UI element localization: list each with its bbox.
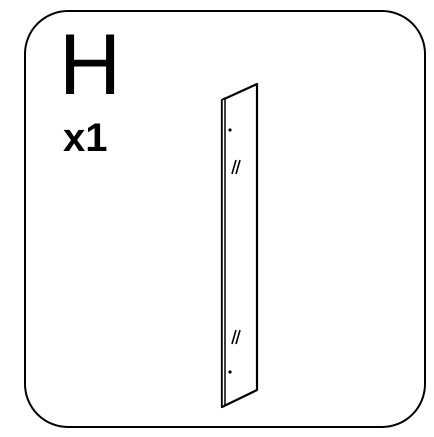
part-letter: H xyxy=(59,17,122,113)
part-quantity: x1 xyxy=(63,116,108,160)
